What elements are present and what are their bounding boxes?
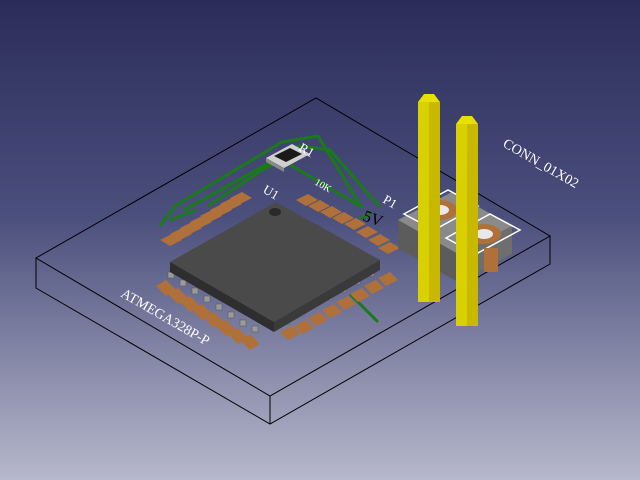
atmega328p-chip[interactable] xyxy=(170,202,380,332)
board-outline xyxy=(35,97,551,425)
r1-resistor[interactable] xyxy=(266,144,310,172)
qfp-pads-top xyxy=(160,192,400,254)
qfp-pads-bottom xyxy=(156,272,398,350)
conn-value-label: CONN_01X02 xyxy=(500,136,581,191)
r1-value-label: 10K xyxy=(313,177,334,196)
p1-ref-label: P1 xyxy=(381,192,400,212)
r1-ref-label: R1 xyxy=(297,140,318,161)
net-5v-label: 5V xyxy=(361,208,386,231)
header-pins xyxy=(418,94,478,326)
u1-value-label: ATMEGA328P-P xyxy=(118,286,212,349)
pin1-marker xyxy=(269,208,281,216)
u1-ref-label: U1 xyxy=(261,182,282,203)
